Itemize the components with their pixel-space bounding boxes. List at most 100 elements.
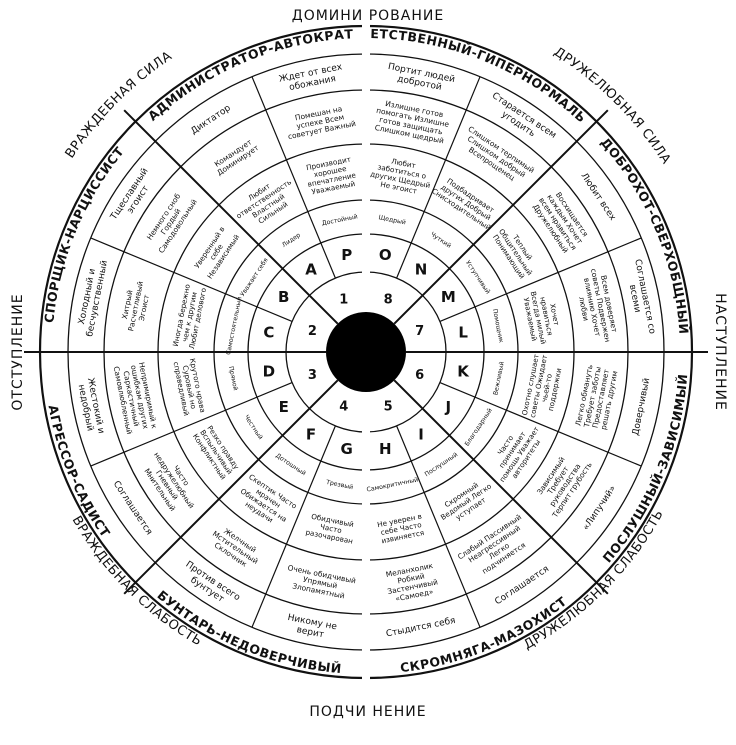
sector-phrase-p2: Непримиримый кошибкам другихСаркастичный… — [112, 361, 159, 436]
sector-phrase-p3: Тщеславныйэгоист — [109, 166, 160, 228]
sector-phrase-p2: Очень обидчивыйУпрямыйЗлопамятный — [284, 563, 357, 602]
axis-label-left: ОТСТУПЛЕНИЕ — [10, 293, 26, 410]
sector-phrase-p3: Диктатор — [189, 103, 233, 137]
sector-phrase-inner: Дотошный — [274, 451, 307, 477]
sector-phrase-inner: Послушный — [423, 450, 459, 478]
octant-number: 3 — [308, 368, 317, 383]
sector-divider — [90, 382, 293, 467]
octant-number: 8 — [384, 292, 393, 307]
center-disc — [326, 312, 406, 392]
sector-phrase-p1: ПроизводитхорошеевпечатлениеУважаемый — [304, 154, 359, 197]
sector-phrase-p1: Крутого нраваСуровый носправедливый — [172, 357, 208, 416]
sector-letter: B — [278, 288, 289, 306]
sector-phrase-p2: Излишне готовпомогать Излишнеготов защищ… — [372, 97, 452, 145]
sector-phrase-p3: Ждет от всехобожания — [278, 62, 346, 95]
sector-divider — [396, 425, 481, 628]
sector-phrase-p3: «Липучий» — [581, 484, 618, 533]
sector-phrase-p1: ЛюбитответственностьВластныйСильный — [230, 170, 302, 234]
octant-divider — [123, 109, 339, 325]
sector-phrase-p1: Уверенный всебеНезависимый — [191, 223, 241, 280]
sector-phrase-p2: ХитрыйРасчетливыйЭгоист — [118, 279, 153, 334]
sector-phrase-inner: Честный — [243, 413, 265, 441]
octant-divider — [123, 379, 339, 595]
axis-label-bottom: ПОДЧИ НЕНИЕ — [309, 704, 426, 720]
sector-letter: A — [305, 261, 317, 279]
sector-phrase-p3: Соглашается — [111, 479, 154, 537]
octant-number: 2 — [308, 324, 317, 339]
sector-letter: H — [379, 440, 392, 458]
sector-phrase-p1: Иногда бережночем к другимЛюбит делового — [171, 283, 208, 350]
sector-phrase-inner: Прямой — [227, 365, 240, 391]
sector-phrase-inner: Лидер — [281, 232, 302, 249]
sector-letter: F — [306, 425, 316, 443]
sector-phrase-inner: Щедрый — [378, 213, 407, 226]
sector-phrase-p1: ОбидчивыйЧасторазочарован — [305, 511, 358, 546]
sector-phrase-p3: Стыдится себя — [385, 616, 456, 640]
sector-phrase-p1: ХочетнравитьсяВсегда милыйУважаемый — [521, 287, 565, 347]
sector-letter: I — [418, 425, 424, 443]
sector-phrase-inner: Достойный — [321, 212, 358, 227]
sector-phrase-p2: ЗависимыйТребуетруководстваТерпит грубос… — [529, 446, 594, 520]
sector-phrase-p2: Всем доверяетсоветы Подверженвлиянию Хоч… — [572, 266, 621, 346]
sector-divider — [396, 76, 481, 279]
sector-phrase-p2: КомандуетДоминирует — [211, 136, 261, 178]
sector-phrase-p3: Против всегобунтует — [178, 560, 242, 612]
octant-divider — [393, 379, 609, 595]
sector-phrase-inner: Вежливый — [491, 361, 506, 396]
sector-letter: O — [379, 246, 392, 264]
axis-gap-top — [362, 8, 370, 312]
rings-layer — [24, 8, 708, 696]
sector-phrase-inner: Самостоятельный — [224, 296, 243, 355]
sector-phrase-p1: Любитзаботиться одругих ЩедрыйНе эгоист — [368, 153, 435, 198]
sector-phrase-p3: Жестокий инедобрый — [75, 377, 106, 437]
sector-letter: N — [415, 261, 428, 279]
sector-phrase-p3: Соглашается совсеми — [622, 258, 657, 337]
sector-phrase-p3: Портит людейдобротой — [385, 62, 456, 95]
sector-phrase-inner: Чуткий — [429, 230, 453, 250]
sector-divider — [439, 237, 642, 322]
sector-phrase-inner: Помощник — [491, 308, 505, 343]
sector-phrase-p2: Слабый ПассивныйНеагрессивныйЛегкоподчин… — [456, 512, 538, 582]
sector-letter: P — [341, 246, 352, 264]
sector-phrase-p3: Никому неверит — [285, 613, 338, 643]
sector-letter: E — [279, 398, 289, 416]
sector-letter: L — [458, 324, 468, 342]
octant-number: 7 — [415, 324, 424, 339]
sector-phrase-inner: Трезвый — [324, 478, 353, 491]
sector-phrase-p3: Соглашается — [493, 564, 551, 607]
sector-phrase-inner: Уступчивый — [464, 259, 492, 296]
sector-letter: M — [441, 288, 456, 306]
sector-phrase-p2: Восхищаетсякаждым Хочетвсем нравитьсяДру… — [530, 186, 593, 256]
sector-phrase-p2: Немного снобГордыйСамодовольный — [142, 188, 199, 255]
sector-phrase-p3: Любит всех — [578, 171, 617, 223]
sector-divider — [251, 76, 336, 279]
octant-number: 1 — [339, 292, 348, 307]
sector-letter: D — [263, 362, 275, 380]
sector-phrase-inner: Самокритичный — [366, 476, 419, 494]
octant-number: 5 — [384, 400, 393, 415]
sector-divider — [439, 382, 642, 467]
sector-phrase-p1: Охотно слушаетсоветы Ожидаетчьей-топодде… — [520, 352, 566, 421]
sector-phrase-p1: Частопринимаетпомощь Уважаетавторитеты — [484, 416, 548, 489]
sector-divider — [251, 425, 336, 628]
sector-phrase-p1: Не уверен всебе Частоизвиняется — [376, 512, 425, 546]
octant-number: 6 — [415, 368, 424, 383]
sector-letter: C — [263, 324, 274, 342]
sector-letter: G — [341, 440, 353, 458]
sector-phrase-p1: Скептик ЧастомраченОбижается нанеудачи — [233, 472, 298, 531]
sector-phrase-p2: МеланхоликРобкийЗастенчивый«Самоед» — [383, 561, 440, 605]
sector-phrase-p3: Доверчивый — [631, 377, 652, 436]
sector-phrase-p2: Легко обманутьТребует заботыПредоставляе… — [573, 364, 619, 433]
octant-divider — [393, 109, 609, 325]
axis-label-right: НАСТУПЛЕНИЕ — [712, 293, 728, 411]
sector-phrase-p1: Резко правдуВспыльчивыйКонфликтный — [191, 423, 242, 482]
sector-phrase-p1: Подбадриваетдругих ДобрыйСнисходительный — [430, 172, 502, 232]
sector-phrase-p1: ТеплыйОбщительныйПонимающий — [490, 222, 541, 281]
sector-phrase-p2: Помешан науспехе Всемсоветует Важный — [284, 102, 357, 141]
sector-phrase-p2: ЧастонедружелюбныйГневныйМнительный — [138, 446, 203, 520]
sector-letter: K — [457, 362, 470, 380]
